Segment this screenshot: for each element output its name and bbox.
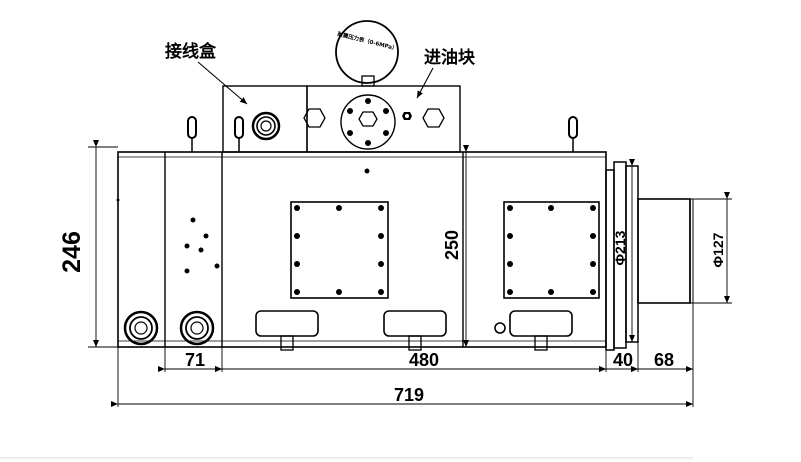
dim-flange-text: 40 — [613, 350, 633, 370]
hex-fitting-icon — [358, 111, 378, 127]
lifting-eye-bolt — [187, 116, 197, 152]
dim-overall-length-text: 719 — [394, 385, 424, 405]
dim-overall-height: 246 — [58, 140, 118, 348]
dim-shaft-diameter: Φ127 — [690, 192, 732, 304]
mounting-foot — [255, 310, 319, 351]
dim-body-height: 250 — [442, 145, 469, 347]
cover-plate-left — [290, 201, 389, 299]
output-shaft — [637, 198, 694, 304]
lifting-eye-bolt — [568, 116, 578, 152]
dim-overall-length: 719 — [111, 385, 693, 407]
oil-inlet-callout: 进油块 — [416, 47, 476, 99]
dim-left-section-text: 71 — [185, 350, 205, 370]
dim-overall-height-text: 246 — [58, 231, 86, 273]
dim-body-length-text: 480 — [409, 350, 439, 370]
cable-gland-right — [179, 310, 215, 346]
dim-body-height-text: 250 — [442, 230, 462, 260]
dim-shaft-length-text: 68 — [654, 350, 674, 370]
terminal-section — [184, 217, 220, 274]
junction-box-label: 接线盒 — [165, 41, 217, 62]
junction-box-callout: 接线盒 — [165, 41, 248, 105]
dim-front-diameter: Φ213 — [612, 159, 635, 342]
hex-nut-icon — [303, 108, 326, 128]
hex-nut-icon — [422, 108, 445, 128]
cover-plate-right — [503, 201, 600, 299]
cable-gland-icon — [251, 111, 281, 141]
dim-chain: 71 480 40 68 — [158, 350, 693, 372]
dim-front-diameter-text: Φ213 — [612, 230, 628, 265]
cable-gland-left — [123, 310, 159, 346]
oil-inlet-block — [303, 85, 461, 153]
dim-shaft-diameter-text: Φ127 — [710, 232, 726, 267]
gauge-text: 耐震压力表（0-6MPa） — [337, 30, 399, 53]
mounting-foot — [383, 310, 447, 351]
oil-inlet-label: 进油块 — [424, 47, 476, 68]
mounting-foot — [509, 310, 573, 351]
lifting-eye-bolt — [234, 116, 244, 152]
spindle-housing — [116, 151, 607, 348]
pressure-gauge: 耐震压力表（0-6MPa） — [335, 20, 399, 87]
